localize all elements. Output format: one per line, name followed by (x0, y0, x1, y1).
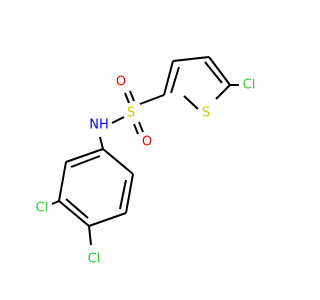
bond-c5-c4-inner (204, 61, 223, 84)
bond-s1-c5 (215, 84, 231, 100)
bond-c2-s1 (183, 95, 199, 110)
bond-c5-c4 (208, 56, 231, 86)
bond-c5-cl2 (51, 200, 60, 205)
nh-label: NH (89, 118, 109, 133)
bond-s-o1-b (129, 90, 135, 102)
bond-s-o2-b (133, 123, 139, 135)
bond-c2-s (139, 94, 165, 105)
bond-c3-c2-inner (170, 66, 180, 94)
sulfur-label-ring: S (202, 106, 210, 121)
oxygen-label-bottom: O (142, 135, 152, 150)
bond-c4-cl3 (88, 225, 92, 246)
bond-s-o2-a (138, 121, 144, 133)
molecule-structure: Cl S S O O NH Cl Cl (36, 56, 256, 267)
bond-c1-c2 (102, 148, 134, 175)
bond-c3-c4 (88, 212, 127, 227)
bond-s-n (111, 116, 125, 124)
bond-c4-c3 (172, 56, 210, 62)
bond-c2-c3 (125, 173, 134, 214)
bond-c5-c6 (58, 161, 67, 202)
oxygen-label-top: O (116, 75, 126, 90)
sulfur-label-sulfonyl: S (127, 106, 135, 121)
bond-c3-c2 (163, 60, 174, 96)
bond-n-c1 (99, 136, 104, 150)
chlorine-label-meta: Cl (36, 201, 49, 216)
bond-c6-c1 (65, 148, 104, 163)
chlorine-label-para: Cl (88, 252, 101, 267)
bond-c6-c1-inner (70, 155, 101, 168)
chlorine-label-thiophene: Cl (243, 78, 256, 93)
bond-s-o1-a (124, 92, 130, 104)
bond-c2-c3-inner (119, 179, 127, 210)
bond-c4-c5 (58, 200, 90, 227)
bond-c4-c5-inner (65, 198, 89, 219)
